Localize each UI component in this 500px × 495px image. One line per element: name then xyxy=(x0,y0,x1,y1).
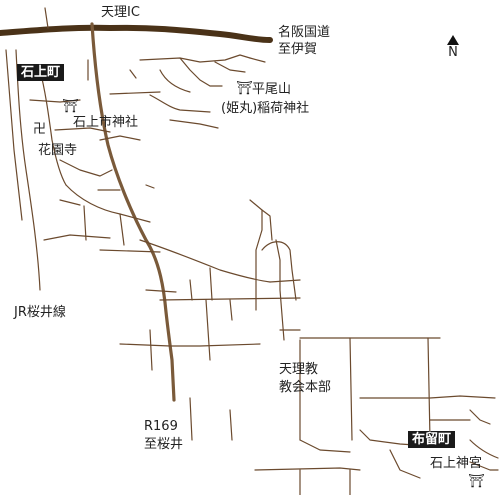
isonokami-ichi-shrine-icon: ⛩ xyxy=(62,99,79,114)
north-label: N xyxy=(448,45,458,60)
isonokami-ichi-label: 石上市神社 xyxy=(73,115,139,130)
north-arrow-icon xyxy=(447,35,459,45)
jr-sakurai-label: JR桜井線 xyxy=(14,305,66,320)
north-arrow: N xyxy=(443,35,463,60)
hirao-shrine-icon: ⛩ xyxy=(236,81,253,96)
isonokami-jingu-label: 石上神宮 xyxy=(430,456,483,471)
isonokami-cho-tag: 石上町 xyxy=(17,64,65,81)
kaon-ji-label: 花園寺 xyxy=(38,143,78,158)
minor-roads xyxy=(5,7,499,495)
to-iga-label: 至伊賀 xyxy=(278,42,318,57)
route-169 xyxy=(90,22,176,402)
temple-icon: 卍 xyxy=(33,122,47,137)
meihan-road-label: 名阪国道 xyxy=(278,25,331,40)
himemaru-inari-label: (姫丸)稲荷神社 xyxy=(221,101,310,116)
isonokami-jingu-shrine-icon: ⛩ xyxy=(468,474,485,489)
meihan-expressway xyxy=(0,24,273,43)
tenri-ic-label: 天理IC xyxy=(101,5,140,20)
tenrikyo-label-1: 天理教 xyxy=(279,362,319,377)
hirao-san-label: 平尾山 xyxy=(252,82,292,97)
furu-cho-tag: 布留町 xyxy=(408,431,456,448)
r169-label: R169 xyxy=(144,419,178,434)
tenrikyo-label-2: 教会本部 xyxy=(279,380,332,395)
to-sakurai-label: 至桜井 xyxy=(144,437,184,452)
